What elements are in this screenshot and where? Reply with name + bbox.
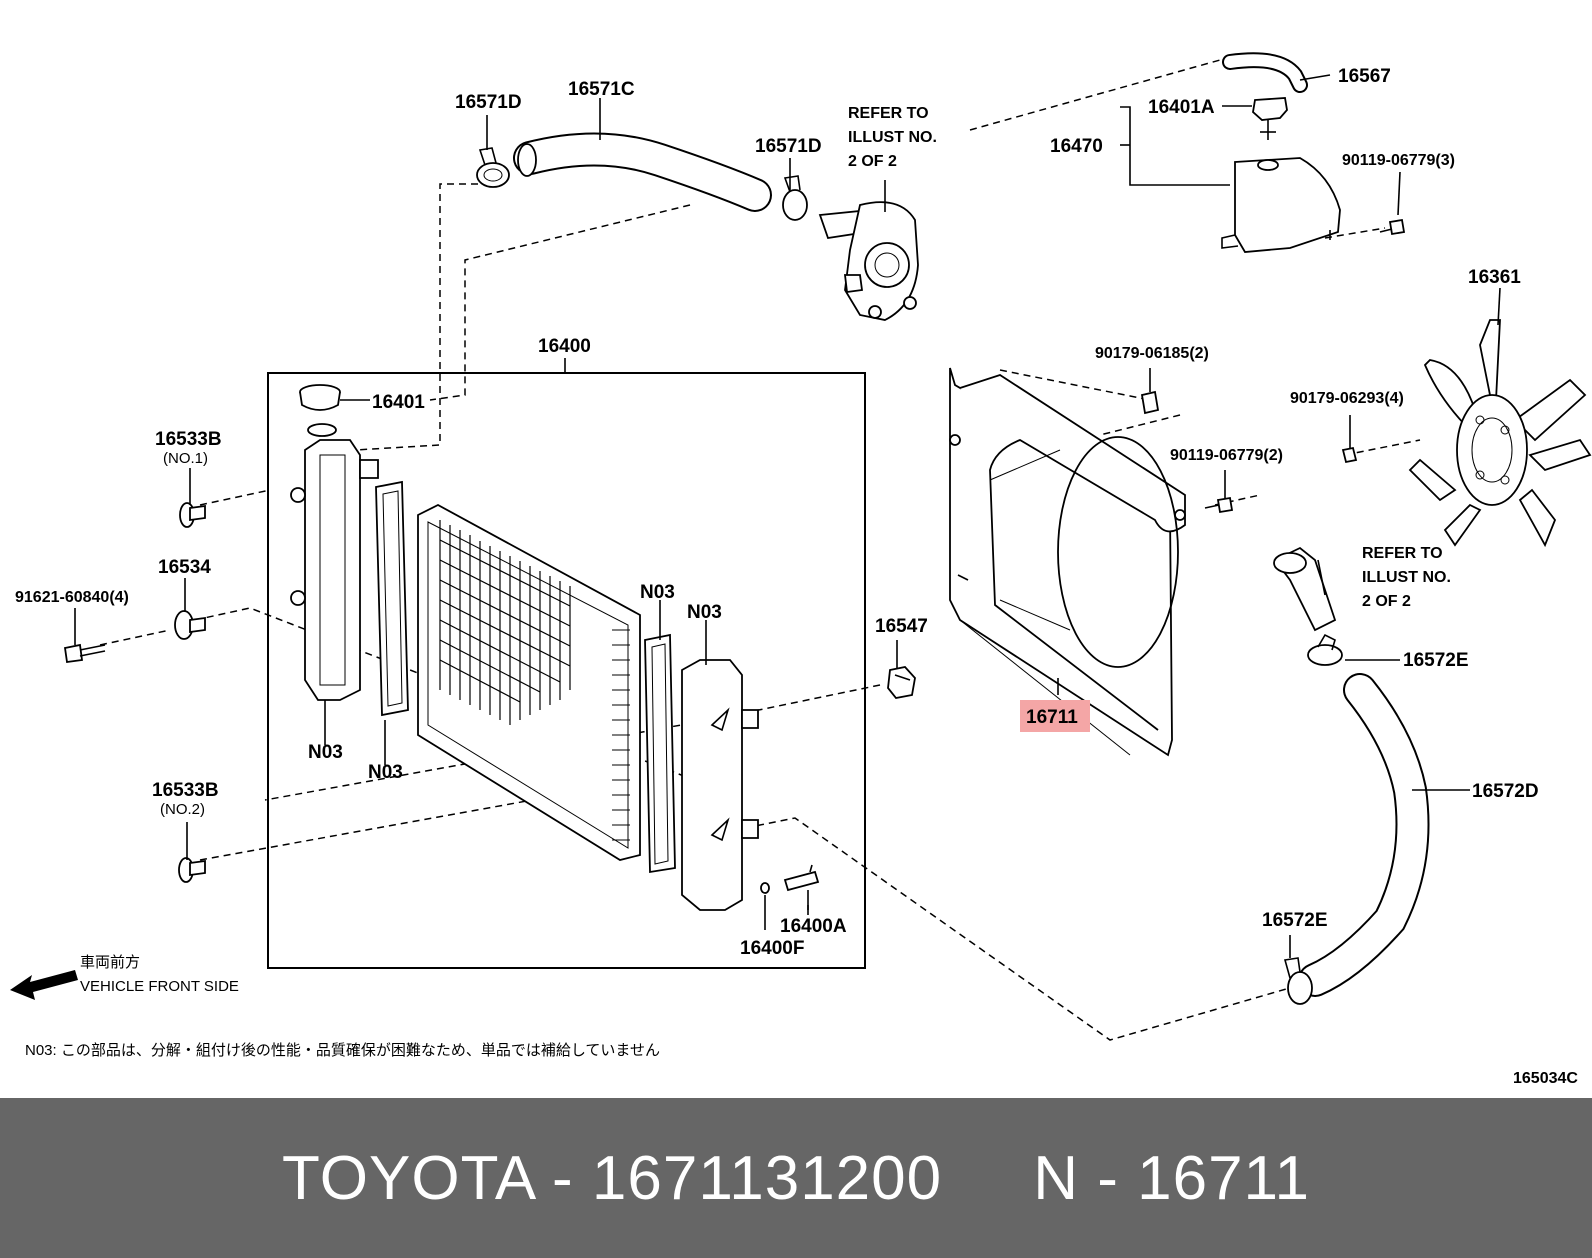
label-refer-right-1: REFER TO: [1362, 545, 1443, 562]
label-16401A: 16401A: [1148, 97, 1215, 118]
hose-clamp-top-mid: [782, 175, 808, 221]
label-16711: 16711: [1026, 707, 1078, 728]
radiator-right-tank: [681, 659, 759, 911]
part-number-text: TOYOTA - 1671131200 N - 16711: [282, 1143, 1310, 1213]
label-16400A: 16400A: [780, 916, 847, 937]
label-16567: 16567: [1338, 66, 1391, 87]
shroud-clip: [1140, 390, 1160, 415]
reservoir-tank: [1221, 157, 1341, 253]
radiator-assembly-frame: [267, 372, 866, 969]
label-n03-d: N03: [687, 602, 722, 623]
label-refer-top-2: ILLUST NO.: [848, 129, 937, 146]
label-refer-top-1: REFER TO: [848, 105, 929, 122]
label-16400F: 16400F: [740, 938, 804, 959]
label-16400: 16400: [538, 336, 591, 357]
label-n03-b: N03: [368, 762, 403, 783]
label-n03-c: N03: [640, 582, 675, 603]
label-16571D-top: 16571D: [455, 92, 522, 113]
label-16361: 16361: [1468, 267, 1521, 288]
parts-diagram: 16571D 16571C 16571D REFER TO ILLUST NO.…: [10, 52, 1592, 1087]
bolt-91621: [63, 643, 106, 664]
bracket-bolt-no1: [179, 502, 206, 528]
label-16533B-no2: 16533B: [152, 780, 219, 801]
label-refer-right-2: ILLUST NO.: [1362, 569, 1451, 586]
highlight-box: [1020, 700, 1090, 732]
label-16533B-no1: 16533B: [155, 429, 222, 450]
radiator-left-tank: [290, 439, 379, 701]
left-tank-gasket: [375, 480, 409, 717]
label-16401: 16401: [372, 392, 425, 413]
lower-hose-clamp-top: [1307, 633, 1343, 666]
reservoir-cap: [1252, 97, 1288, 140]
water-outlet-assembly: [818, 180, 919, 321]
fan-nut: [1341, 446, 1358, 464]
cushion-16547: [887, 666, 916, 699]
right-tank-gasket: [644, 633, 676, 874]
label-refer-right-3: 2 OF 2: [1362, 593, 1411, 610]
lower-cushion-16534: [174, 610, 206, 640]
label-16572E-top: 16572E: [1403, 650, 1469, 671]
label-91621-60840: 91621-60840(4): [15, 589, 129, 606]
assembly-dashed-lines: [99, 59, 1421, 1041]
label-n03-a: N03: [308, 742, 343, 763]
cooling-fan: [1408, 319, 1592, 548]
radiator-cap: [299, 384, 370, 437]
vehicle-front-arrow-icon: [10, 970, 78, 1000]
shroud-bolt: [1204, 496, 1234, 514]
label-vehicle-front-en: VEHICLE FRONT SIDE: [80, 978, 239, 995]
label-16547: 16547: [875, 616, 928, 637]
hose-clamp-top-left: [476, 147, 510, 188]
upper-radiator-hose: [513, 132, 772, 212]
label-16571C: 16571C: [568, 79, 635, 100]
label-16470: 16470: [1050, 136, 1103, 157]
reservoir-hose: [1222, 52, 1308, 93]
label-vehicle-front-jp: 車両前方: [80, 954, 140, 971]
label-16571D-mid: 16571D: [755, 136, 822, 157]
label-90179-06293: 90179-06293(4): [1290, 390, 1404, 407]
reservoir-bolt: [1379, 218, 1406, 236]
label-diagram-code: 165034C: [1513, 1070, 1578, 1087]
lower-hose-clamp-bottom: [1283, 957, 1313, 1005]
label-90119-06779-2: 90119-06779(2): [1170, 447, 1283, 464]
leader-lines: [74, 74, 1501, 958]
label-no2: (NO.2): [160, 801, 205, 818]
label-refer-top-3: 2 OF 2: [848, 153, 897, 170]
water-inlet: [1273, 546, 1337, 632]
part-number-banner: TOYOTA - 1671131200 N - 16711: [0, 1098, 1592, 1258]
lower-radiator-hose: [1298, 673, 1430, 997]
label-16572D: 16572D: [1472, 781, 1539, 802]
fan-shroud: [949, 367, 1186, 757]
label-16572E-bottom: 16572E: [1262, 910, 1328, 931]
label-16534: 16534: [158, 557, 211, 578]
drain-cock: [760, 864, 820, 910]
label-90119-06779-3: 90119-06779(3): [1342, 152, 1455, 169]
bracket-bolt-no2: [178, 857, 206, 883]
label-no1: (NO.1): [163, 450, 208, 467]
label-90179-06185: 90179-06185(2): [1095, 345, 1209, 362]
radiator-core: [417, 503, 641, 861]
label-n03-note: N03: この部品は、分解・組付け後の性能・品質確保が困難なため、単品では補給し…: [25, 1041, 660, 1059]
